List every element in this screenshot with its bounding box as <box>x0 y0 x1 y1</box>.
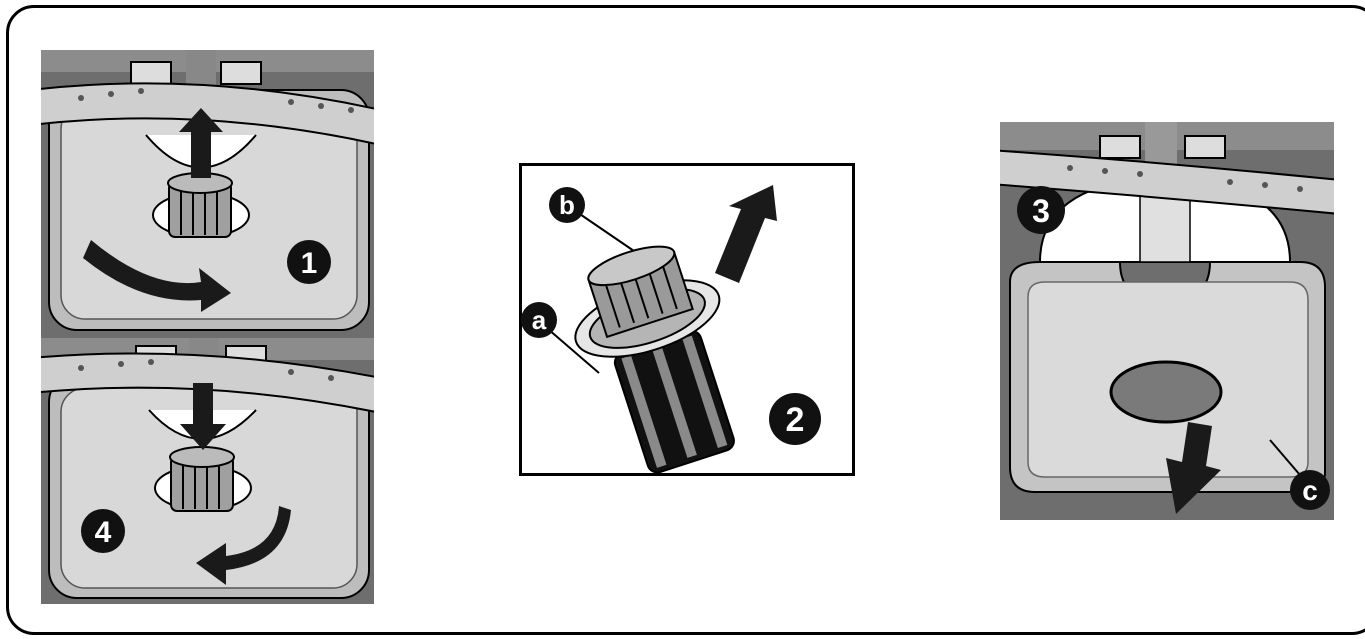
part-b-label: b <box>559 190 575 220</box>
panel-step-1: 1 <box>41 50 374 338</box>
step-4-label: 4 <box>95 516 112 549</box>
panel-step-2: b a 2 <box>519 163 855 476</box>
part-a-label: a <box>532 305 547 335</box>
step-1-label: 1 <box>301 247 318 280</box>
step-2-label: 2 <box>786 401 805 439</box>
step-3-label: 3 <box>1032 193 1050 229</box>
panel-step-3: c 3 <box>1000 122 1334 520</box>
panel-step-4: 4 <box>41 338 374 604</box>
part-c-label: c <box>1302 475 1318 506</box>
